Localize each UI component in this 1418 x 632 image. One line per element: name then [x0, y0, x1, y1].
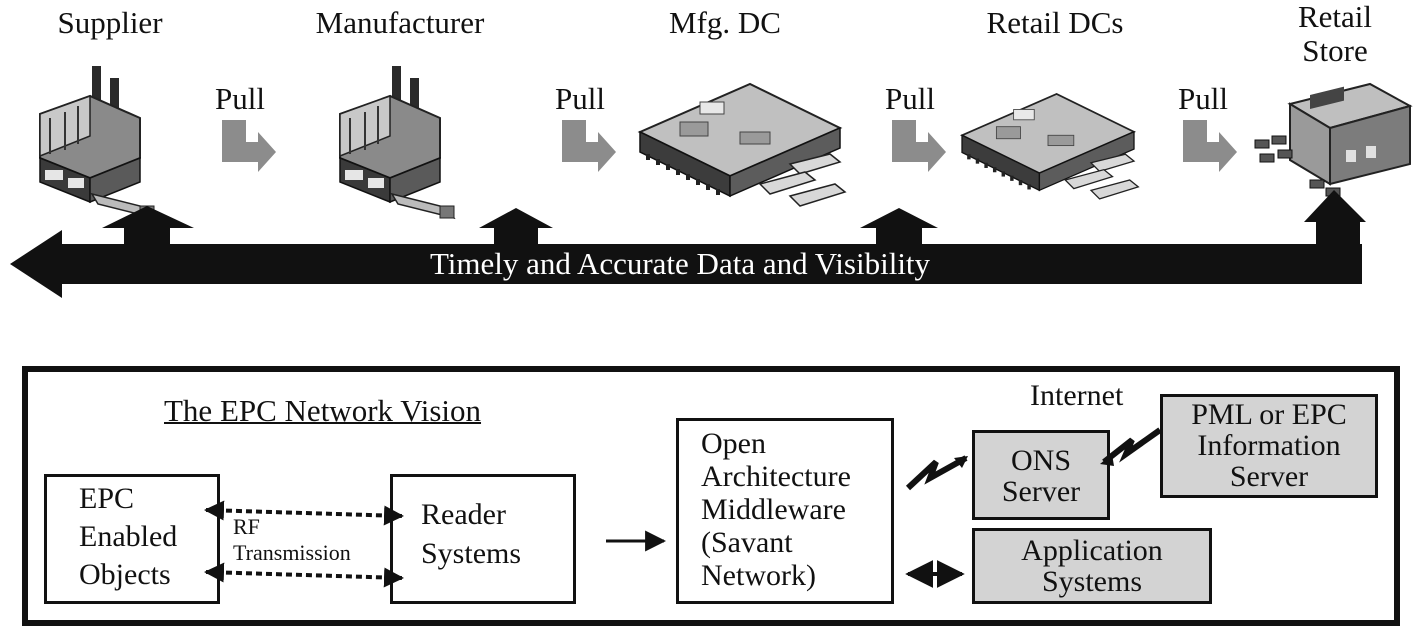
epc-connectors [204, 427, 1162, 588]
rf-arrow-top [204, 500, 404, 526]
supply-chain-graphic: Timely and Accurate Data and Visibility [10, 65, 1413, 298]
internet-label: Internet [1030, 379, 1124, 412]
up-arrow-icon [102, 190, 1366, 246]
factory-icon [339, 65, 455, 219]
retail-store-icon [1254, 82, 1413, 197]
distribution-center-icon [961, 93, 1140, 200]
middleware-box: Open Architecture Middleware (Savant Net… [676, 418, 894, 604]
stage-retail-store-label: Retail Store [1297, 0, 1373, 68]
ons-pml-link [1102, 427, 1162, 465]
stage-supplier-label: Supplier [57, 5, 163, 40]
distribution-center-icon [639, 83, 846, 207]
pml-epc-server-box: PML or EPC Information Server [1160, 394, 1378, 498]
stage-mfg-dc-label: Mfg. DC [669, 5, 781, 40]
factory-icon [39, 65, 155, 219]
ons-server-box: ONS Server [972, 430, 1110, 520]
pull-label-3: Pull [885, 81, 935, 116]
epc-network-panel [22, 366, 1400, 626]
stage-retail-dcs-label: Retail DCs [986, 5, 1124, 40]
reader-systems-box: Reader Systems [390, 474, 576, 604]
pull-label-4: Pull [1178, 81, 1228, 116]
application-systems-box: Application Systems [972, 528, 1212, 604]
stage-manufacturer-label: Manufacturer [315, 5, 485, 40]
visibility-banner-text: Timely and Accurate Data and Visibility [430, 246, 931, 281]
epc-network-title: The EPC Network Vision [164, 393, 482, 428]
pull-label-1: Pull [215, 81, 265, 116]
rf-arrow-bottom [204, 562, 404, 588]
visibility-arrow [10, 230, 1362, 298]
pull-arrow-icon [222, 120, 1237, 172]
epc-enabled-objects-box: EPC Enabled Objects [44, 474, 220, 604]
middleware-ons-link [905, 455, 968, 491]
pull-label-2: Pull [555, 81, 605, 116]
